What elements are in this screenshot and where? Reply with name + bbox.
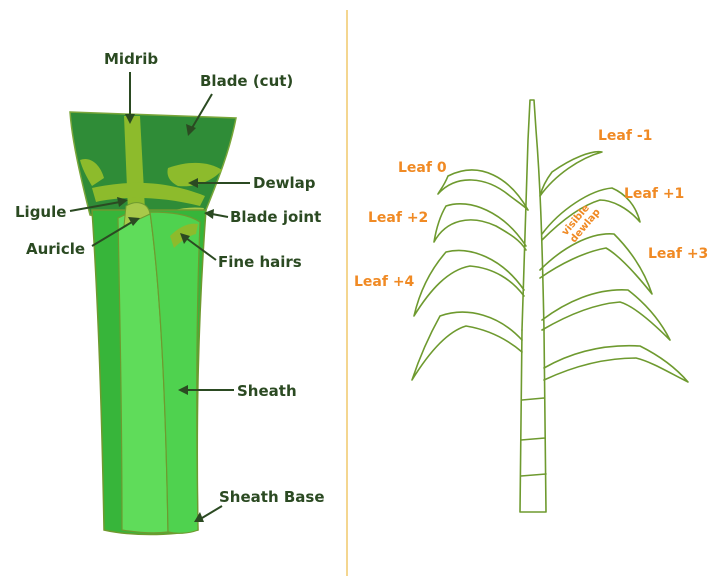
label-leaf-zero: Leaf 0: [398, 160, 447, 176]
label-leaf-minus1: Leaf -1: [598, 128, 652, 144]
stalk: [520, 330, 546, 512]
label-blade-joint: Blade joint: [230, 208, 321, 226]
leaf-plus3: [540, 234, 652, 294]
leaf-lower-right-2: [544, 346, 688, 382]
label-ligule: Ligule: [15, 203, 66, 221]
label-leaf-plus3: Leaf +3: [648, 246, 708, 262]
leaf-plus2: [434, 204, 526, 250]
label-sheath-base: Sheath Base: [219, 488, 325, 506]
label-auricle: Auricle: [26, 240, 85, 258]
label-leaf-plus1: Leaf +1: [624, 186, 684, 202]
pointer-sheath-base: [202, 506, 222, 518]
leaf-minus1: [540, 152, 602, 196]
visible-dewlap-annotation: visible dewlap: [560, 200, 603, 245]
sugarcane-plant-outline: [412, 100, 688, 512]
leaf-lower-left-1: [412, 312, 522, 380]
label-fine-hairs: Fine hairs: [218, 253, 302, 271]
leaf-plus4: [414, 251, 524, 316]
label-midrib: Midrib: [104, 50, 158, 68]
leaf-anatomy-illustration: [70, 112, 236, 535]
right-labels: Leaf -1 Leaf 0 Leaf +1 Leaf +2 Leaf +3 L…: [354, 128, 708, 290]
label-leaf-plus2: Leaf +2: [368, 210, 428, 226]
label-leaf-plus4: Leaf +4: [354, 274, 415, 290]
label-dewlap: Dewlap: [253, 174, 316, 192]
upper-shoot: [522, 100, 544, 330]
label-sheath: Sheath: [237, 382, 297, 400]
pointer-blade-joint: [212, 214, 228, 217]
leaf-lower-right-1: [542, 290, 670, 340]
label-blade-cut: Blade (cut): [200, 72, 293, 90]
